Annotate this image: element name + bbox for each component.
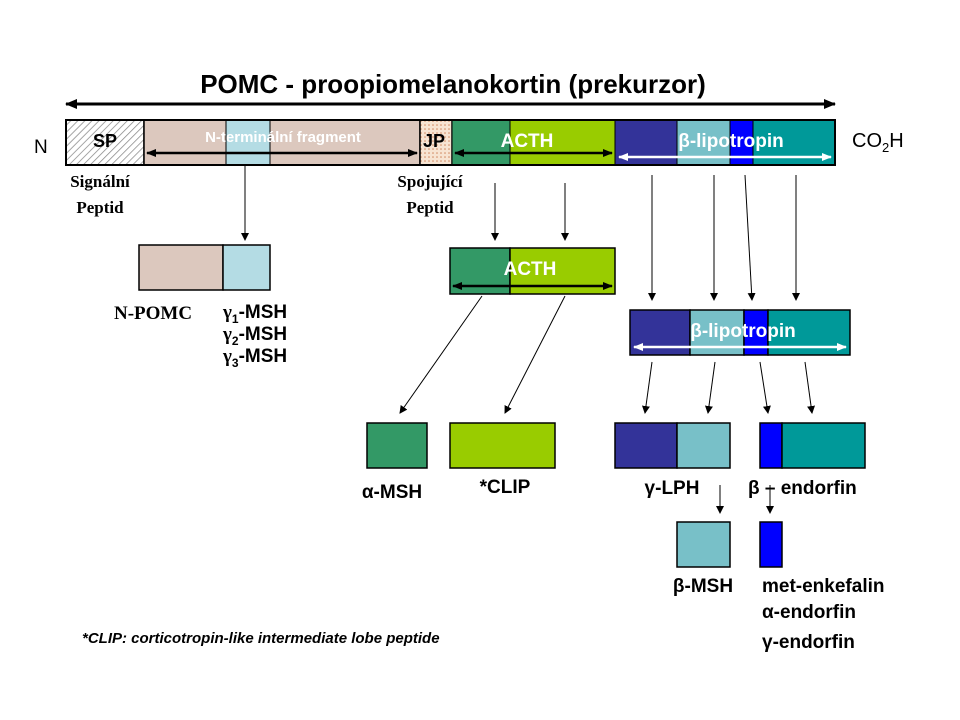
beta-endorfin-teal-segment — [781, 422, 866, 469]
gamma3-greek: γ — [222, 346, 232, 367]
acth-box-label: ACTH — [504, 259, 557, 280]
gamma1-text: -MSH — [239, 302, 288, 323]
gamma2-sub: 2 — [232, 334, 239, 348]
gamma2-msh-label: γ2-MSH — [222, 324, 287, 348]
gamma1-greek: γ — [222, 302, 232, 323]
gamma-msh-list: γ1-MSH γ2-MSH γ3-MSH — [222, 302, 287, 370]
arrow-to-endorfin-1 — [759, 361, 771, 414]
arrow-to-gamma-lph-2 — [704, 361, 716, 414]
pomc-precursor-bar: SP N-terminální fragment JP ACTH β-lipot… — [65, 119, 836, 166]
precursor-outline — [65, 119, 836, 166]
c-terminus-subscript: 2 — [882, 140, 889, 155]
blpt-box-label: β-lipotropin — [690, 321, 796, 342]
diagram-title: POMC - proopiomelanokortin (prekurzor) — [200, 69, 706, 99]
n-terminus-label: N — [34, 137, 48, 158]
segment-acth-clip — [509, 119, 616, 166]
npomc-box — [138, 244, 271, 291]
gamma1-msh-label: γ1-MSH — [222, 302, 287, 326]
gamma3-text: -MSH — [239, 346, 288, 367]
jp-label: JP — [423, 131, 445, 151]
npomc-label: N-POMC — [114, 303, 192, 324]
met-enkefalin-label: met-enkefalin — [762, 576, 884, 597]
cleavage-arrows — [241, 166, 800, 301]
met-enkefalin-box — [759, 521, 783, 568]
gamma-lph-light-segment — [676, 422, 731, 469]
beta-lipotropin-precursor-label: β-lipotropin — [678, 131, 784, 152]
arrow-to-gamma-lph-1 — [641, 361, 653, 414]
gamma1-sub: 1 — [232, 312, 239, 326]
signal-peptide-line2: Peptid — [76, 198, 124, 217]
beta-endorfin-blue-segment — [759, 422, 783, 469]
signal-peptide-line1: Signální — [70, 172, 130, 191]
clip-box — [449, 422, 556, 469]
arrow-to-alpha-msh — [399, 295, 483, 414]
beta-msh-box — [676, 521, 731, 568]
gamma2-text: -MSH — [239, 324, 288, 345]
npomc-gamma-msh-segment — [222, 244, 271, 291]
joining-peptide-line1: Spojující — [397, 172, 462, 191]
beta-endorfin-box — [759, 422, 866, 469]
alpha-msh-label: α-MSH — [362, 482, 422, 503]
gamma-lph-dark-segment — [614, 422, 678, 469]
gamma-lph-box — [614, 422, 731, 469]
c-terminus-main: CO — [852, 130, 882, 152]
acth-box: ACTH — [449, 247, 616, 295]
acth-precursor-label: ACTH — [501, 131, 554, 152]
product-arrows — [399, 295, 816, 514]
beta-msh-label: β-MSH — [673, 576, 733, 597]
alpha-endorfin-label: α-endorfin — [762, 602, 856, 623]
beta-lipotropin-box: β-lipotropin — [629, 309, 851, 356]
sp-label: SP — [93, 131, 117, 151]
npomc-segment — [138, 244, 224, 291]
clip-label: *CLIP — [480, 477, 531, 498]
gamma3-msh-label: γ3-MSH — [222, 346, 287, 370]
alpha-msh-box — [366, 422, 428, 469]
arrow-to-endorfin-2 — [804, 361, 816, 414]
clip-footnote: *CLIP: corticotropin-like intermediate l… — [82, 630, 440, 647]
gamma2-greek: γ — [222, 324, 232, 345]
arrow-to-clip — [504, 295, 566, 414]
joining-peptide-line2: Peptid — [406, 198, 454, 217]
gamma-endorfin-label: γ-endorfin — [762, 632, 855, 653]
beta-endorfin-label: β – endorfin — [748, 478, 857, 499]
endorphin-products-list: met-enkefalin α-endorfin γ-endorfin — [762, 576, 884, 653]
gamma-lph-label: γ-LPH — [645, 478, 700, 499]
segment-n-terminal-fragment — [143, 119, 421, 166]
c-terminus-tail: H — [889, 130, 903, 152]
c-terminus-label: CO2H — [852, 130, 904, 155]
arrow-to-blpt-3 — [744, 174, 756, 301]
gamma3-sub: 3 — [232, 356, 239, 370]
n-terminal-fragment-label: N-terminální fragment — [205, 129, 361, 146]
